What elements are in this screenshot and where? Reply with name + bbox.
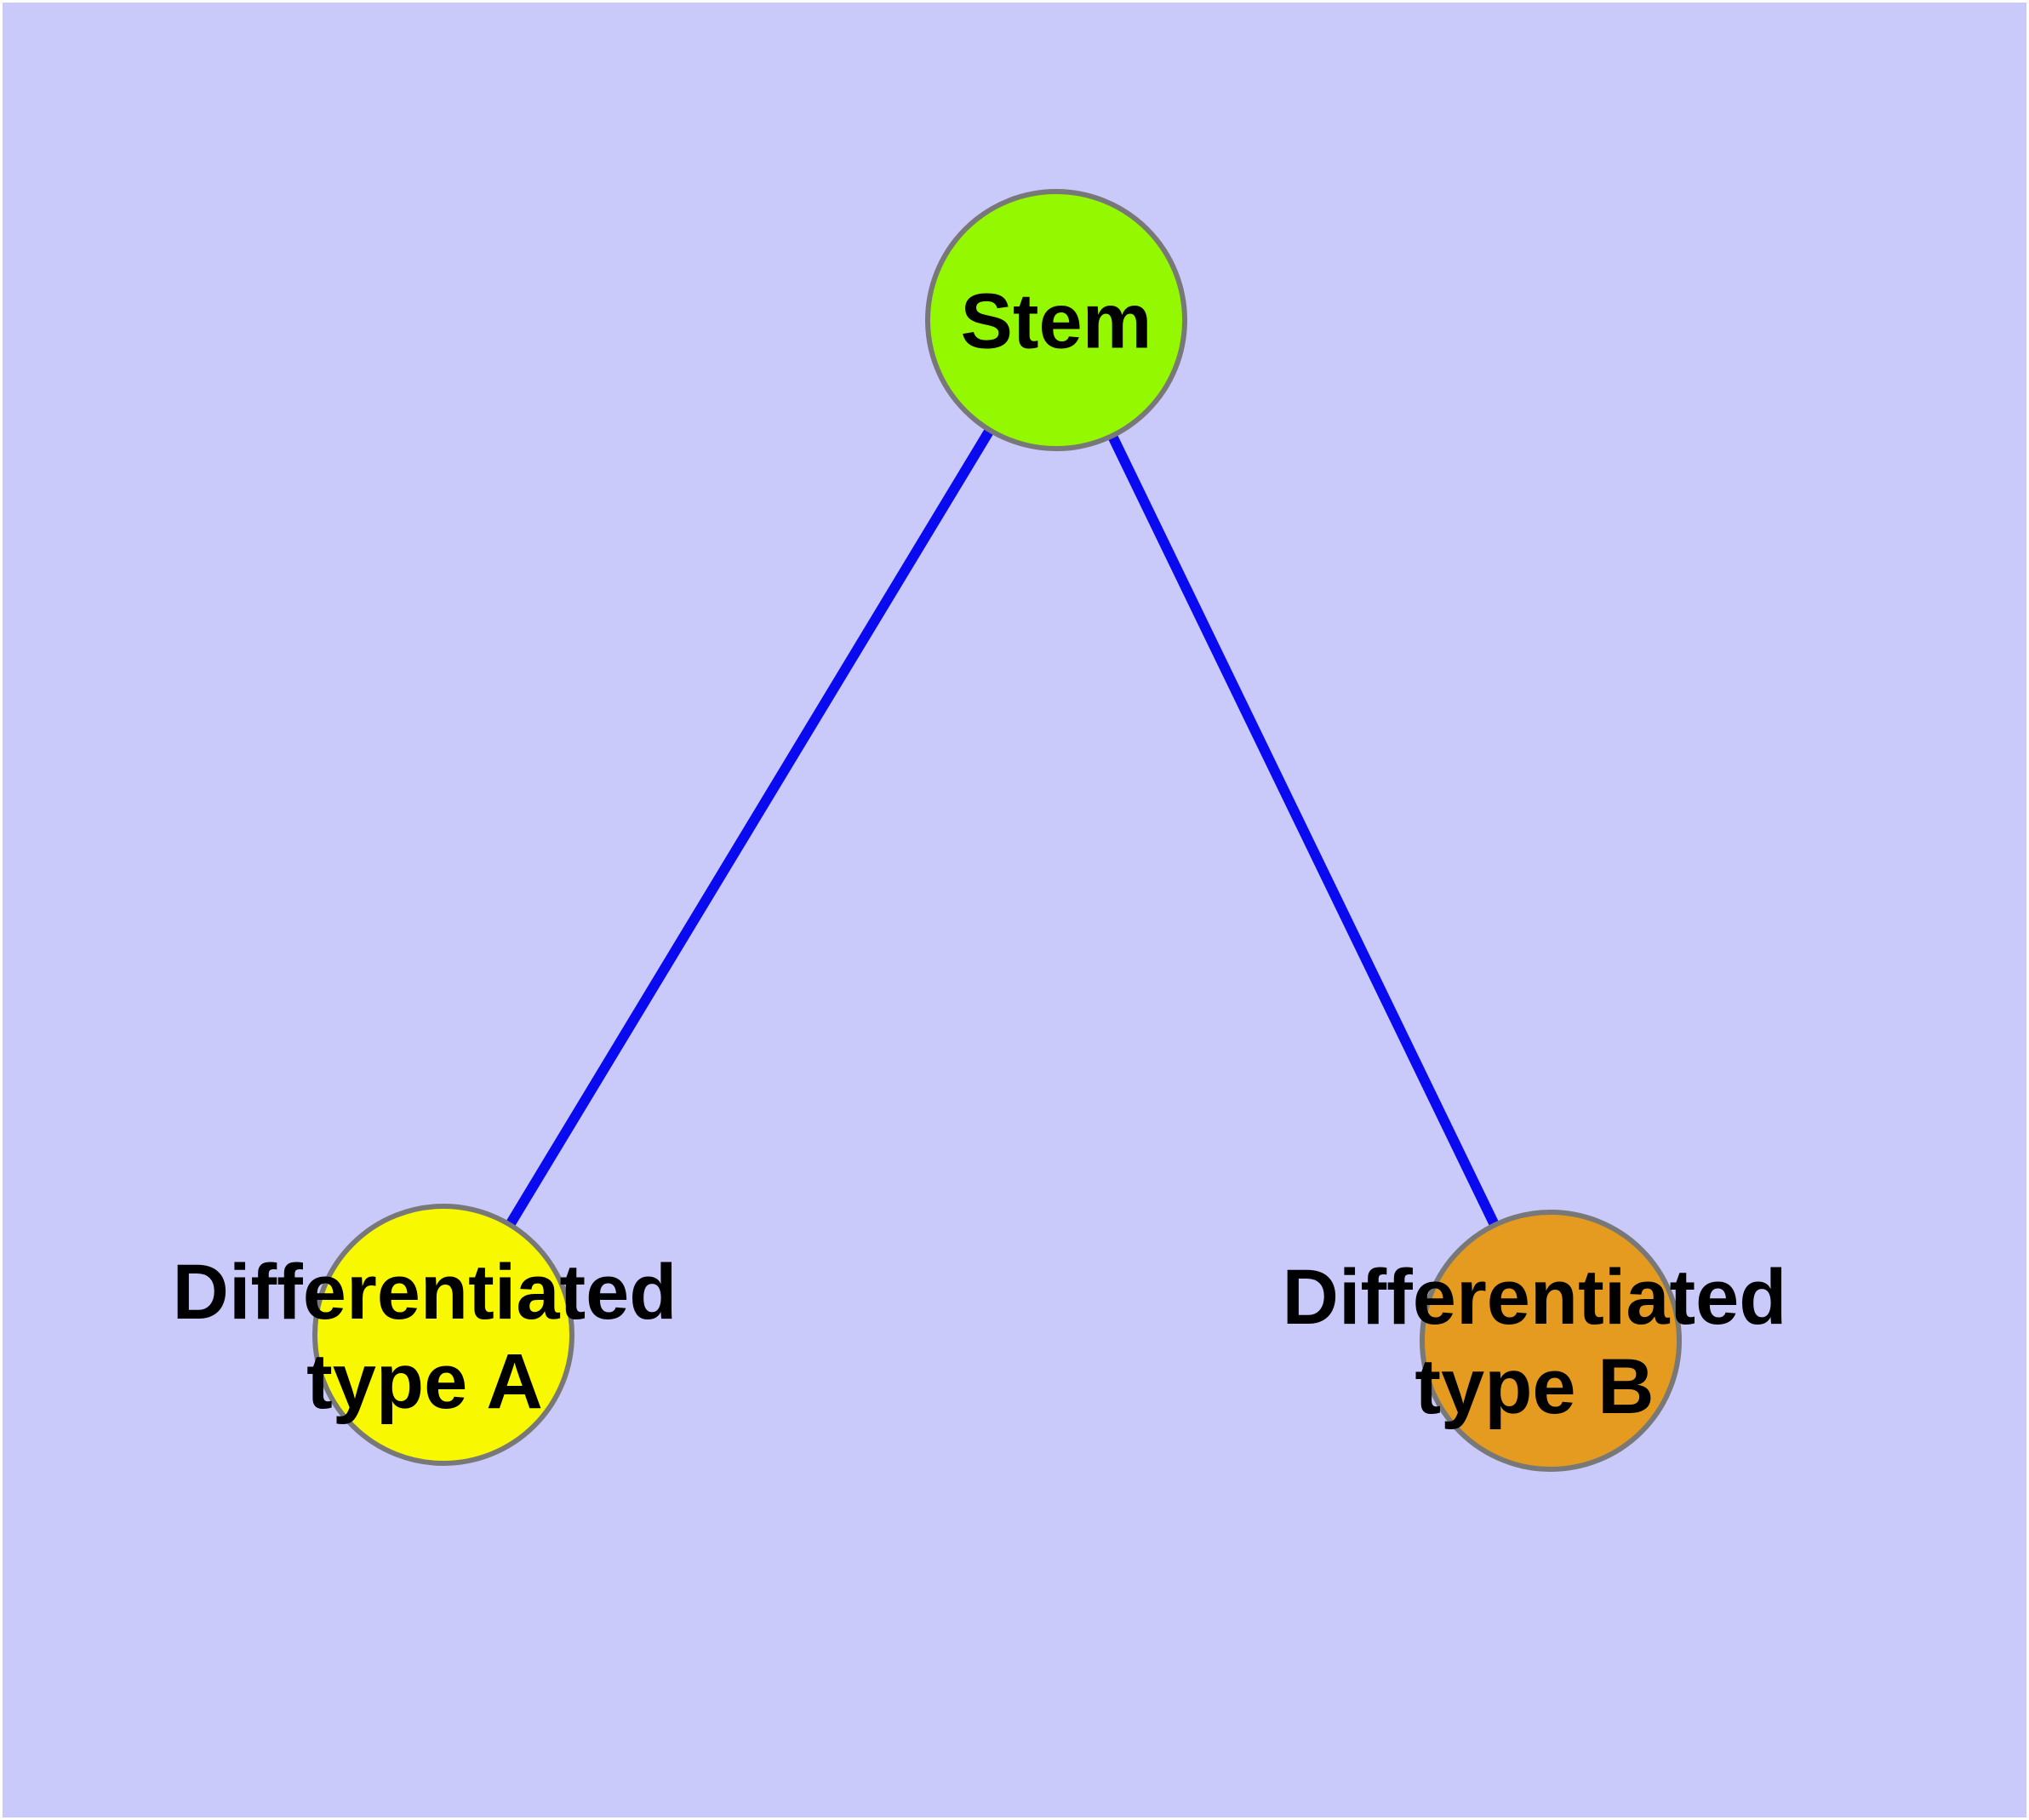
- node-stem: [925, 189, 1187, 451]
- edge-stem-to-type-b: [1051, 318, 1556, 1343]
- node-differentiated-type-a: [312, 1204, 574, 1466]
- edge-stem-to-type-a: [438, 317, 1061, 1338]
- diagram-canvas: Stem Differentiated type A Differentiate…: [3, 3, 2026, 1817]
- graph-svg: [312, 189, 1682, 1472]
- node-differentiated-type-b: [1420, 1210, 1682, 1472]
